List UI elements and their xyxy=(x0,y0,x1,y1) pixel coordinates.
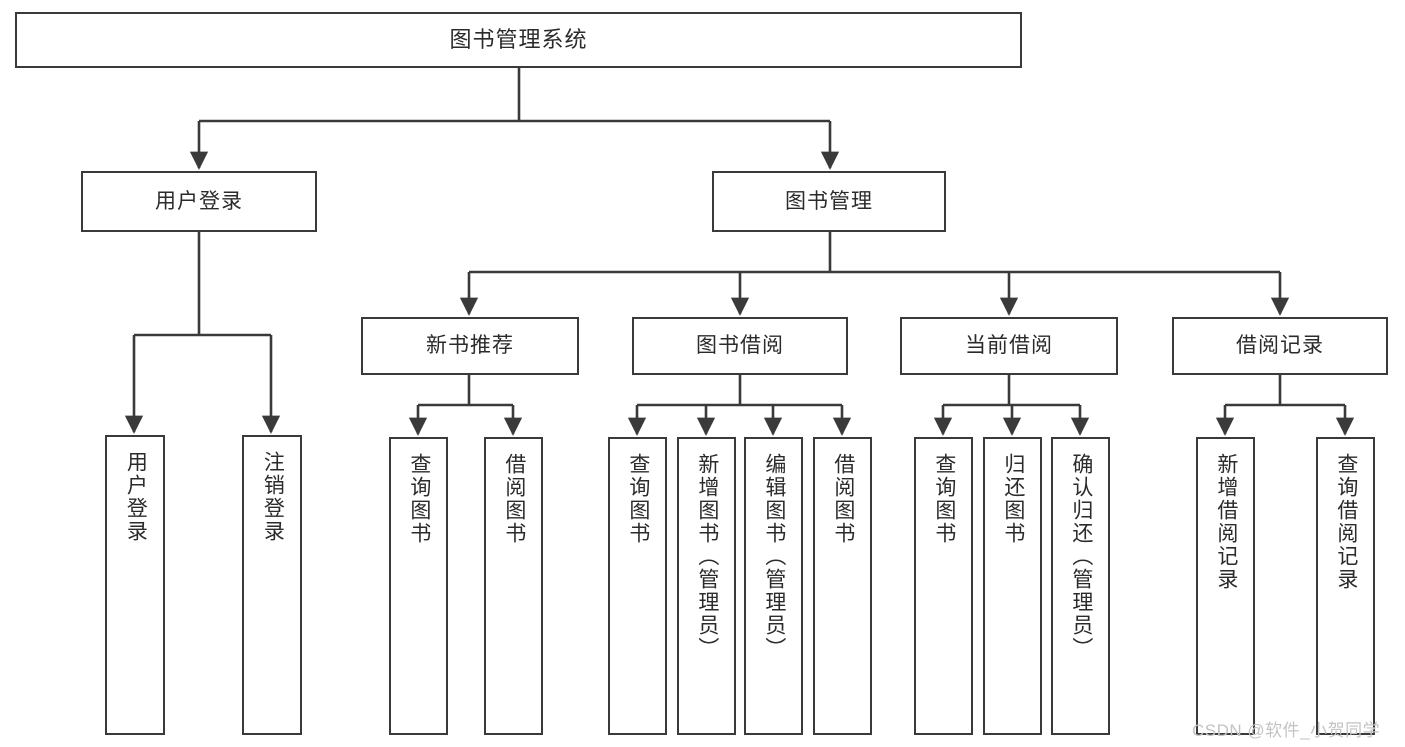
node-label: 新增借阅记录 xyxy=(1214,453,1238,591)
leaf-user-login-signout[interactable]: 注销登录 xyxy=(242,435,302,735)
node-label: 查询图书 xyxy=(407,453,431,545)
leaf-borrow-borrow-book[interactable]: 借阅图书 xyxy=(813,437,872,735)
node-label: 图书管理系统 xyxy=(449,26,588,52)
node-book-borrow[interactable]: 图书借阅 xyxy=(632,317,848,375)
node-label: 确认归还（管理员） xyxy=(1069,453,1093,660)
leaf-borrow-add-book-admin[interactable]: 新增图书（管理员） xyxy=(677,437,736,735)
leaf-new-book-borrow[interactable]: 借阅图书 xyxy=(484,437,543,735)
leaf-record-query-record[interactable]: 查询借阅记录 xyxy=(1316,437,1375,735)
leaf-record-add-record[interactable]: 新增借阅记录 xyxy=(1196,437,1255,735)
node-label: 借阅图书 xyxy=(831,453,855,545)
node-label: 用户登录 xyxy=(124,451,148,543)
node-label: 查询图书 xyxy=(626,453,650,545)
node-label: 用户登录 xyxy=(155,189,243,213)
node-book-management[interactable]: 图书管理 xyxy=(712,171,946,232)
node-new-book-recommend[interactable]: 新书推荐 xyxy=(361,317,579,375)
node-label: 编辑图书（管理员） xyxy=(762,453,786,660)
leaf-current-return-book[interactable]: 归还图书 xyxy=(983,437,1042,735)
node-user-login[interactable]: 用户登录 xyxy=(81,171,317,232)
node-label: 当前借阅 xyxy=(965,334,1053,358)
csdn-watermark: CSDN @软件_小贺同学 xyxy=(1192,721,1381,740)
node-label: 借阅记录 xyxy=(1236,334,1324,358)
node-borrow-record[interactable]: 借阅记录 xyxy=(1172,317,1388,375)
node-label: 图书管理 xyxy=(785,189,873,213)
node-label: 查询借阅记录 xyxy=(1334,453,1358,591)
node-label: 借阅图书 xyxy=(502,453,526,545)
leaf-borrow-edit-book-admin[interactable]: 编辑图书（管理员） xyxy=(744,437,803,735)
node-label: 图书借阅 xyxy=(696,334,784,358)
node-label: 归还图书 xyxy=(1001,453,1025,545)
leaf-user-login-signin[interactable]: 用户登录 xyxy=(105,435,165,735)
node-label: 注销登录 xyxy=(261,451,285,543)
node-root-library-system[interactable]: 图书管理系统 xyxy=(15,12,1022,68)
node-label: 新增图书（管理员） xyxy=(695,453,719,660)
node-label: 新书推荐 xyxy=(426,334,514,358)
leaf-current-query-book[interactable]: 查询图书 xyxy=(914,437,973,735)
node-current-borrow[interactable]: 当前借阅 xyxy=(900,317,1118,375)
leaf-borrow-query-book[interactable]: 查询图书 xyxy=(608,437,667,735)
leaf-current-confirm-return-admin[interactable]: 确认归还（管理员） xyxy=(1051,437,1110,735)
leaf-new-book-query[interactable]: 查询图书 xyxy=(389,437,448,735)
node-label: 查询图书 xyxy=(932,453,956,545)
